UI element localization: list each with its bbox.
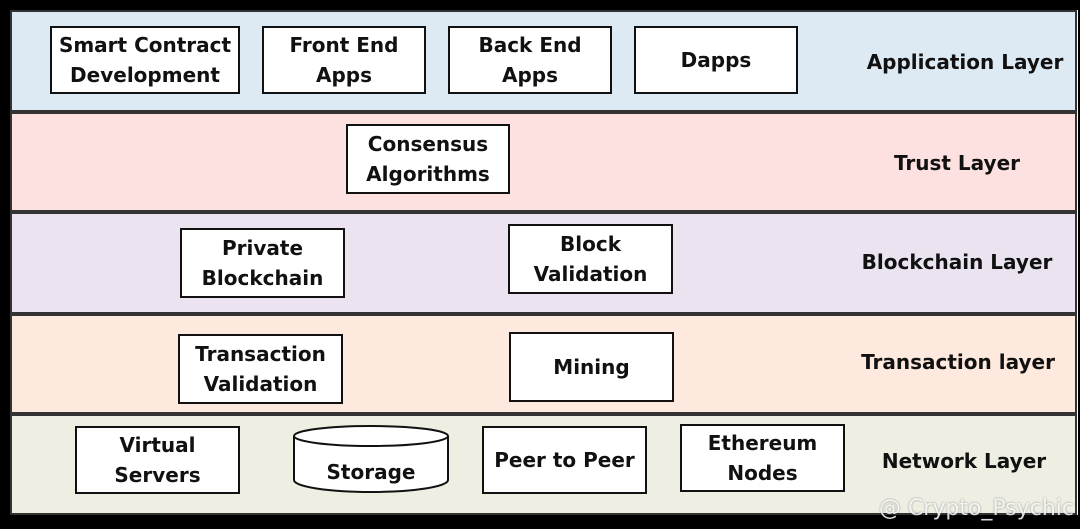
trust-layer <box>10 112 1077 212</box>
transaction-validation-text: Transaction Validation <box>195 342 326 396</box>
peer-to-peer-box: Peer to Peer <box>482 426 647 494</box>
consensus-algorithms-text: Consensus Algorithms <box>366 132 490 186</box>
watermark-text: @ Crypto_Psychic <box>878 496 1074 521</box>
application-layer-label: Application Layer <box>866 50 1064 74</box>
smart-contract-development-text: Smart Contract Development <box>58 33 232 87</box>
peer-to-peer-text: Peer to Peer <box>494 448 635 472</box>
back-end-apps-box: Back End Apps <box>448 26 612 94</box>
block-validation-text: Block Validation <box>533 232 648 286</box>
smart-contract-development-box: Smart Contract Development <box>50 26 240 94</box>
virtual-servers-box: Virtual Servers <box>75 426 240 494</box>
storage-cylinder-shape <box>293 425 449 493</box>
consensus-algorithms-box: Consensus Algorithms <box>346 124 510 194</box>
dapps-text: Dapps <box>680 48 752 72</box>
mining-box: Mining <box>509 332 674 402</box>
block-validation-box: Block Validation <box>508 224 673 294</box>
front-end-apps-text: Front End Apps <box>289 33 399 87</box>
storage-cylinder: Storage <box>292 424 450 494</box>
transaction-layer-label: Transaction layer <box>861 350 1055 374</box>
blockchain-layer-label: Blockchain Layer <box>861 250 1053 274</box>
private-blockchain-text: Private Blockchain <box>201 236 324 290</box>
dapps-box: Dapps <box>634 26 798 94</box>
back-end-apps-text: Back End Apps <box>478 33 582 87</box>
trust-layer-label: Trust Layer <box>893 151 1021 175</box>
virtual-servers-text: Virtual Servers <box>114 433 201 487</box>
storage-text: Storage <box>326 460 416 484</box>
ethereum-nodes-text: Ethereum Nodes <box>707 431 818 485</box>
ethereum-nodes-box: Ethereum Nodes <box>680 424 845 492</box>
network-layer-label: Network Layer <box>881 449 1047 473</box>
transaction-validation-box: Transaction Validation <box>178 334 343 404</box>
private-blockchain-box: Private Blockchain <box>180 228 345 298</box>
front-end-apps-box: Front End Apps <box>262 26 426 94</box>
mining-text: Mining <box>553 355 630 379</box>
